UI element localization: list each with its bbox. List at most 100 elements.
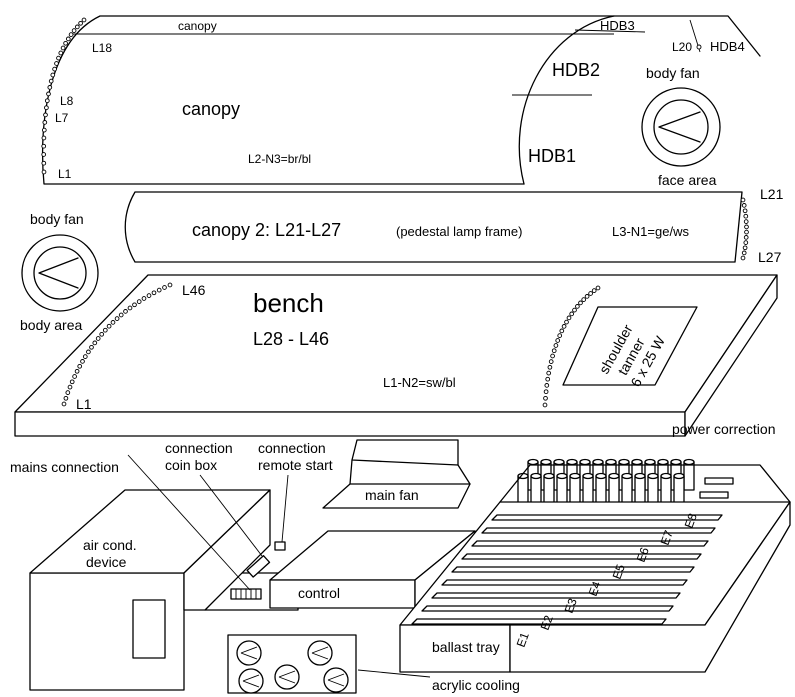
bench-unit: bench L28 - L46 L46 L1 L1-N2=sw/bl shoul… xyxy=(14,274,778,437)
canopy-lamp-dot xyxy=(43,112,48,118)
capacitor-cap xyxy=(605,458,617,466)
canopy2-lamp-dots xyxy=(740,197,749,261)
ballast-slot xyxy=(421,605,674,612)
capacitor xyxy=(517,475,529,505)
canopy-lamp-dot xyxy=(56,55,61,61)
ballast-side xyxy=(509,501,791,673)
canopy-lamp-dot xyxy=(47,85,53,90)
canopy-hdb4-label: HDB4 xyxy=(710,39,745,54)
ballast-slot xyxy=(431,592,681,599)
coin-box-label-1: connection xyxy=(165,440,233,456)
bench-lamp-dot xyxy=(584,294,590,299)
bench-lamp-dot xyxy=(102,327,108,333)
capacitor-cap xyxy=(553,458,565,466)
hdb-divider-2 xyxy=(574,29,646,33)
bench-lamp-dot xyxy=(572,307,577,313)
ballast-slot xyxy=(461,553,702,560)
capacitor-cap xyxy=(647,472,659,480)
canopy-lamp-dot xyxy=(81,17,87,23)
capacitor xyxy=(608,475,620,505)
capacitor xyxy=(634,475,646,505)
canopy-lamp-dot xyxy=(41,169,47,175)
ballast-slot xyxy=(441,579,688,586)
bench-lamp-dot xyxy=(106,323,112,329)
coin-box-label-2: coin box xyxy=(165,457,217,473)
coin-box-connector-block xyxy=(246,555,271,578)
canopy-lamp-dot xyxy=(63,40,68,46)
bench-lamp-dot xyxy=(82,354,88,359)
bench-lamp-dot xyxy=(89,344,94,350)
bench-lamp-dot xyxy=(550,353,555,359)
bench-lamp-dot xyxy=(132,302,137,308)
ballast-slots xyxy=(411,514,723,625)
canopy2-note: (pedestal lamp frame) xyxy=(396,224,522,239)
bench-lamp-dot xyxy=(151,290,157,296)
ballast-e-label: E8 xyxy=(682,511,700,530)
capacitor-cap xyxy=(540,458,552,466)
left-body-fan xyxy=(21,234,99,312)
canopy-top-label: canopy xyxy=(178,19,217,33)
capacitor-cap xyxy=(670,458,682,466)
capacitor-cap xyxy=(579,458,591,466)
canopy2-lamp-dot xyxy=(740,255,746,261)
ballast-slot xyxy=(491,514,723,521)
acrylic-fan-blade xyxy=(311,646,329,660)
ballast-e-label: E2 xyxy=(538,613,556,632)
capacitor-cap xyxy=(569,472,581,480)
shoulder-tanner-box xyxy=(562,306,698,386)
canopy2-lamp-dot xyxy=(744,229,749,235)
capacitor-cap xyxy=(644,458,656,466)
bench-lamp-dot xyxy=(86,349,91,355)
canopy-lamp-l7: L7 xyxy=(55,111,69,125)
bench-lamp-dot xyxy=(557,333,563,338)
power-terminal xyxy=(699,491,729,499)
bench-lamp-dot xyxy=(136,299,142,304)
ballast-slot xyxy=(471,540,709,547)
acrylic-leader-line xyxy=(357,669,431,678)
canopy-lamp-dot xyxy=(41,127,47,133)
mains-connector-pins xyxy=(235,589,257,599)
bench-lamp-l46: L46 xyxy=(182,282,206,298)
acrylic-fans xyxy=(236,640,349,694)
bench-lamp-dot xyxy=(595,285,601,291)
canopy2-lamp-dot xyxy=(743,240,749,245)
capacitor xyxy=(673,475,685,505)
main-fan-stem xyxy=(349,459,471,485)
canopy-lamp-dot xyxy=(74,24,80,30)
capacitor xyxy=(647,475,659,505)
bench-lamp-dot xyxy=(146,293,152,298)
ballast-e-label: E1 xyxy=(514,630,532,649)
canopy-fan-blade-icon xyxy=(658,111,701,143)
canopy2-lamp-dot xyxy=(742,245,748,251)
canopy-wiring-label: L2-N3=br/bl xyxy=(248,152,311,166)
bench-wiring-label: L1-N2=sw/bl xyxy=(383,375,456,390)
ballast-slot xyxy=(451,566,695,573)
capacitor-cap xyxy=(595,472,607,480)
aircond-side xyxy=(183,489,271,611)
lamp-l20-dot xyxy=(696,44,702,50)
ballast-e-label: E7 xyxy=(658,528,676,547)
bench-side xyxy=(684,274,778,437)
canopy-hdb-arc xyxy=(518,15,615,185)
canopy-lamp-dot xyxy=(42,120,48,125)
bench-lamp-dot xyxy=(127,305,133,311)
bench-lamp-dot xyxy=(566,315,572,321)
canopy2-lamp-dot xyxy=(741,250,747,256)
capacitor xyxy=(660,475,672,505)
canopy-fan-outer xyxy=(641,87,721,167)
bench-lamp-dot xyxy=(546,370,552,376)
bench-lamp-dot xyxy=(156,287,162,293)
ballast-slot xyxy=(481,527,716,534)
capacitor-cap xyxy=(657,458,669,466)
aircond-label-1: air cond. xyxy=(83,537,137,553)
bench-lamp-dot xyxy=(92,340,98,346)
bench-lamp-dot xyxy=(67,384,73,390)
capacitor xyxy=(595,475,607,505)
canopy-body-fan xyxy=(641,87,721,167)
bench-lamp-dot xyxy=(114,316,120,321)
canopy-unit: canopy canopy L18 L8 L7 L1 L2-N3=br/bl H… xyxy=(41,15,761,188)
canopy-lamp-dot xyxy=(41,135,47,141)
capacitor-cap xyxy=(631,458,643,466)
